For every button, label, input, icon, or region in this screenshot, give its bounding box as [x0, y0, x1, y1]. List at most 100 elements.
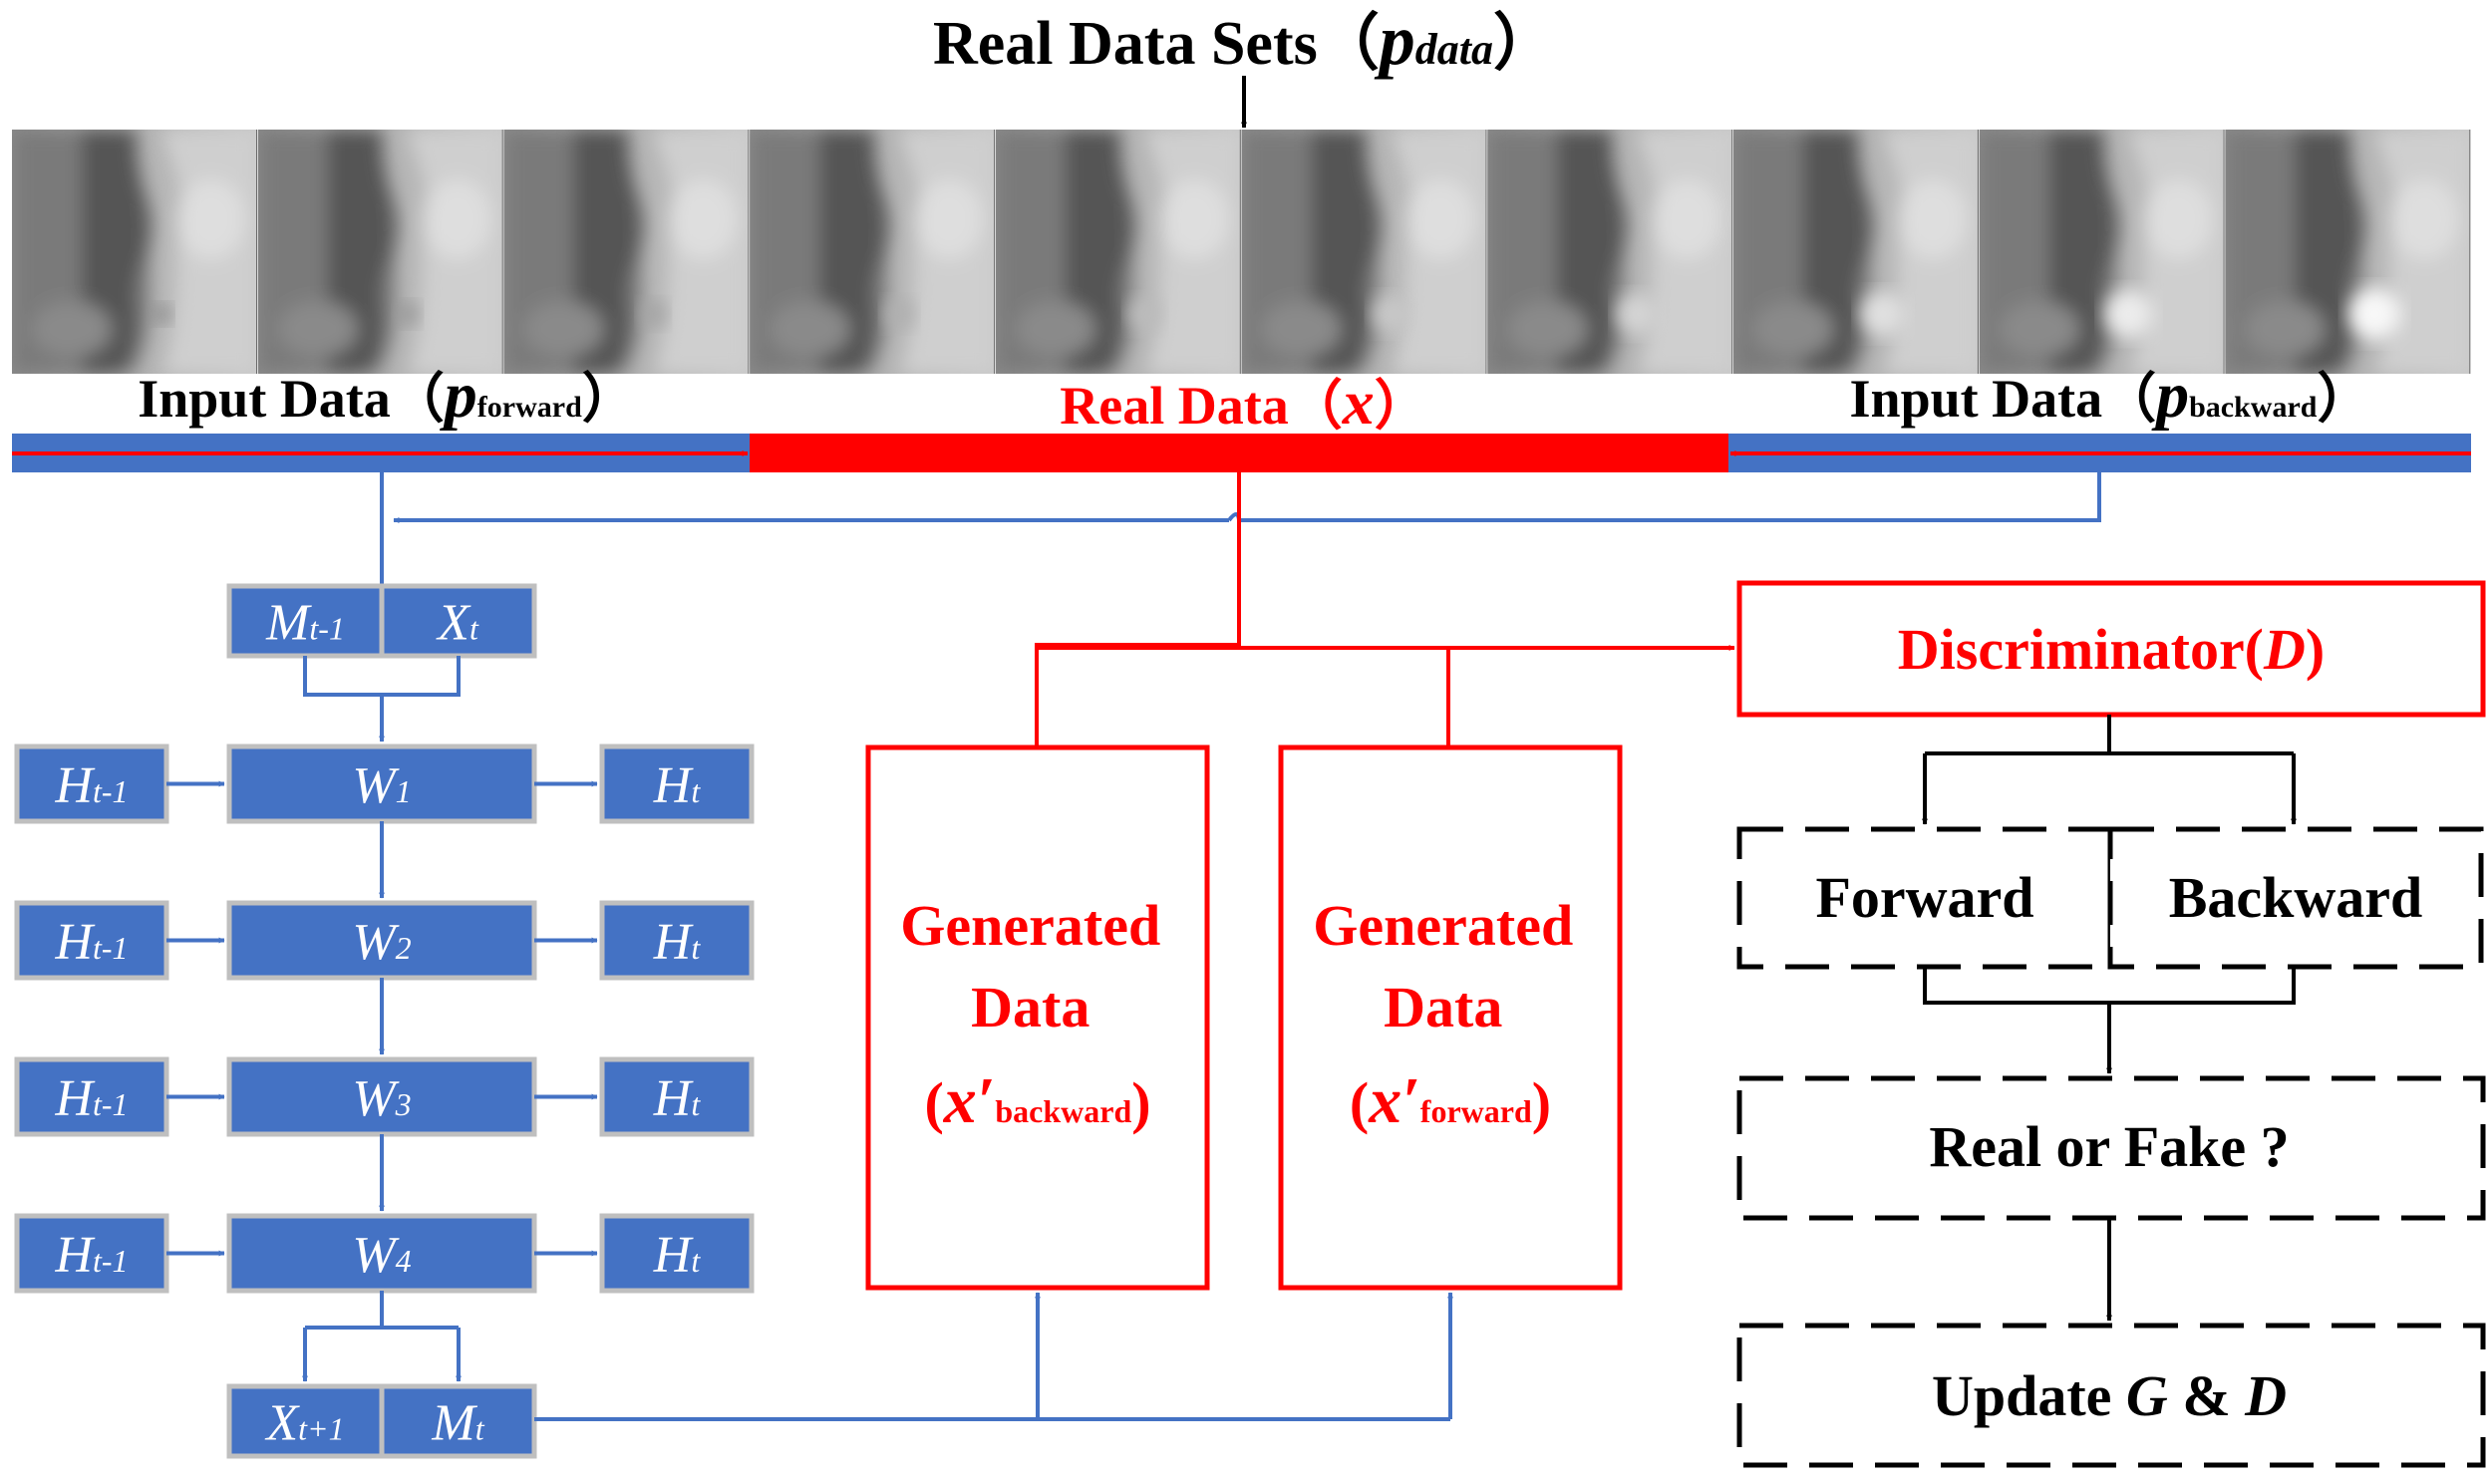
generated-forward-label: Generated Data (x′forward)	[1313, 893, 1587, 1137]
cell-x-t: Xt	[379, 583, 537, 659]
cell-h-prev-3: Ht-1	[14, 1056, 169, 1137]
cell-w-3-var: W	[352, 1070, 400, 1127]
disc-split-line	[1925, 715, 2111, 755]
cell-x-t-sub: t	[469, 611, 479, 647]
cell-m-prev: Mt-1	[226, 583, 385, 659]
cell-h-prev-1: Ht-1	[14, 743, 169, 824]
real-data-link	[1035, 472, 1241, 747]
radar-echo-8	[1860, 291, 1906, 337]
cell-w-1: W1	[226, 743, 537, 824]
discriminator-box	[1736, 580, 2486, 718]
cell-w-2-label: W2	[352, 914, 411, 971]
cell-x-next-label: Xt+1	[264, 1395, 344, 1452]
cell-w-3-label: W3	[352, 1070, 411, 1127]
cell-m-t-label: Mt	[431, 1395, 484, 1452]
title-var: p	[1374, 0, 1415, 80]
cell-h-t-4-sub: t	[691, 1243, 701, 1279]
radar-frame-4	[750, 130, 995, 374]
bottom-split-left	[305, 1291, 384, 1330]
cell-w-1-var: W	[352, 757, 400, 814]
cell-m-t: Mt	[379, 1383, 537, 1459]
cell-h-prev-1-label: Ht-1	[54, 757, 128, 814]
radar-frame-7	[1487, 130, 1732, 374]
cell-w-4-var: W	[352, 1227, 400, 1284]
cell-m-t-sub: t	[475, 1411, 485, 1447]
cell-h-t-2-var: H	[653, 914, 694, 971]
real-or-fake-box	[1736, 1075, 2486, 1221]
cell-h-prev-3-sub: t-1	[93, 1086, 129, 1122]
cell-w-4-sub: 4	[396, 1243, 412, 1279]
radar-echo-2	[395, 302, 420, 326]
cell-h-prev-4-sub: t-1	[93, 1243, 129, 1279]
label-input-backward: Input Data（pbackward）	[1850, 359, 2371, 432]
radar-echo-10	[2348, 287, 2401, 341]
cell-h-t-3: Ht	[599, 1056, 755, 1137]
radar-frame-2	[258, 130, 503, 374]
cell-h-t-1-var: H	[653, 757, 694, 814]
title-sub: data	[1415, 25, 1493, 74]
cell-h-t-2: Ht	[599, 900, 755, 981]
update-label: Update G & D	[1932, 1363, 2287, 1428]
cell-h-prev-2-sub: t-1	[93, 930, 129, 966]
cell-w-1-sub: 1	[396, 773, 412, 809]
title-close: ）	[1493, 8, 1555, 78]
cell-h-prev-3-var: H	[54, 1070, 95, 1127]
cell-m-prev-var: M	[265, 595, 312, 652]
generated-forward-box	[1278, 744, 1623, 1291]
cell-h-t-1-sub: t	[691, 773, 701, 809]
cell-h-t-3-label: Ht	[653, 1070, 702, 1127]
discriminator-label: Discriminator(D)	[1898, 617, 2325, 682]
cell-w-1-label: W1	[352, 757, 411, 814]
radar-frame-3	[503, 130, 749, 374]
cell-m-prev-label: Mt-1	[265, 595, 345, 652]
radar-frame-1	[12, 130, 257, 374]
cell-h-t-1-label: Ht	[653, 757, 702, 814]
cell-h-prev-4-label: Ht-1	[54, 1227, 128, 1284]
cell-h-prev-2-label: Ht-1	[54, 914, 128, 971]
radar-echo-9	[2104, 289, 2153, 339]
cell-h-t-4-label: Ht	[653, 1227, 702, 1284]
radar-frame-10	[2225, 130, 2470, 374]
cell-x-next-sub: t+1	[298, 1411, 344, 1447]
cell-w-4: W4	[226, 1213, 537, 1294]
update-box	[1736, 1323, 2486, 1468]
cell-h-t-3-var: H	[653, 1070, 694, 1127]
cell-h-prev-3-label: Ht-1	[54, 1070, 128, 1127]
cell-x-t-var: X	[436, 595, 471, 652]
real-or-fake-label: Real or Fake ?	[1929, 1114, 2289, 1179]
cell-w-2-sub: 2	[396, 930, 412, 966]
cell-h-t-4: Ht	[599, 1213, 755, 1294]
cell-w-2-var: W	[352, 914, 400, 971]
radar-frame-6	[1242, 130, 1487, 374]
cell-x-next-var: X	[264, 1395, 300, 1452]
forward-label: Forward	[1815, 865, 2033, 930]
radar-echo-3	[639, 300, 667, 328]
generated-backward-box	[865, 744, 1210, 1291]
merge-line	[1923, 967, 2296, 1005]
cell-w-3-sub: 3	[395, 1086, 412, 1122]
cell-h-t-1: Ht	[599, 743, 755, 824]
radar-echo-1	[152, 304, 171, 324]
radar-echo-4	[883, 298, 915, 330]
cell-h-t-3-sub: t	[691, 1086, 701, 1122]
label-input-forward: Input Data（pforward）	[138, 359, 636, 432]
cell-h-t-2-sub: t	[691, 930, 701, 966]
cell-x-next: Xt+1	[226, 1383, 385, 1459]
cell-h-prev-1-var: H	[54, 757, 95, 814]
cell-w-3: W3	[226, 1056, 537, 1137]
label-real-data: Real Data（x）	[1060, 367, 1427, 438]
cell-h-prev-2: Ht-1	[14, 900, 169, 981]
cell-h-t-4-var: H	[653, 1227, 694, 1284]
cell-h-t-2-label: Ht	[653, 914, 702, 971]
radar-frame-strip	[12, 130, 2470, 374]
forward-box	[1736, 826, 2113, 970]
title: Real Data Sets（pdata）	[933, 0, 1555, 80]
cell-h-prev-4-var: H	[54, 1227, 95, 1284]
cell-w-4-label: W4	[352, 1227, 411, 1284]
title-main: Real Data Sets（	[933, 8, 1380, 78]
generated-backward-label: Generated Data (x′backward)	[900, 893, 1174, 1137]
top-merge-line	[303, 656, 461, 697]
timeline-bar-real	[750, 434, 1728, 472]
